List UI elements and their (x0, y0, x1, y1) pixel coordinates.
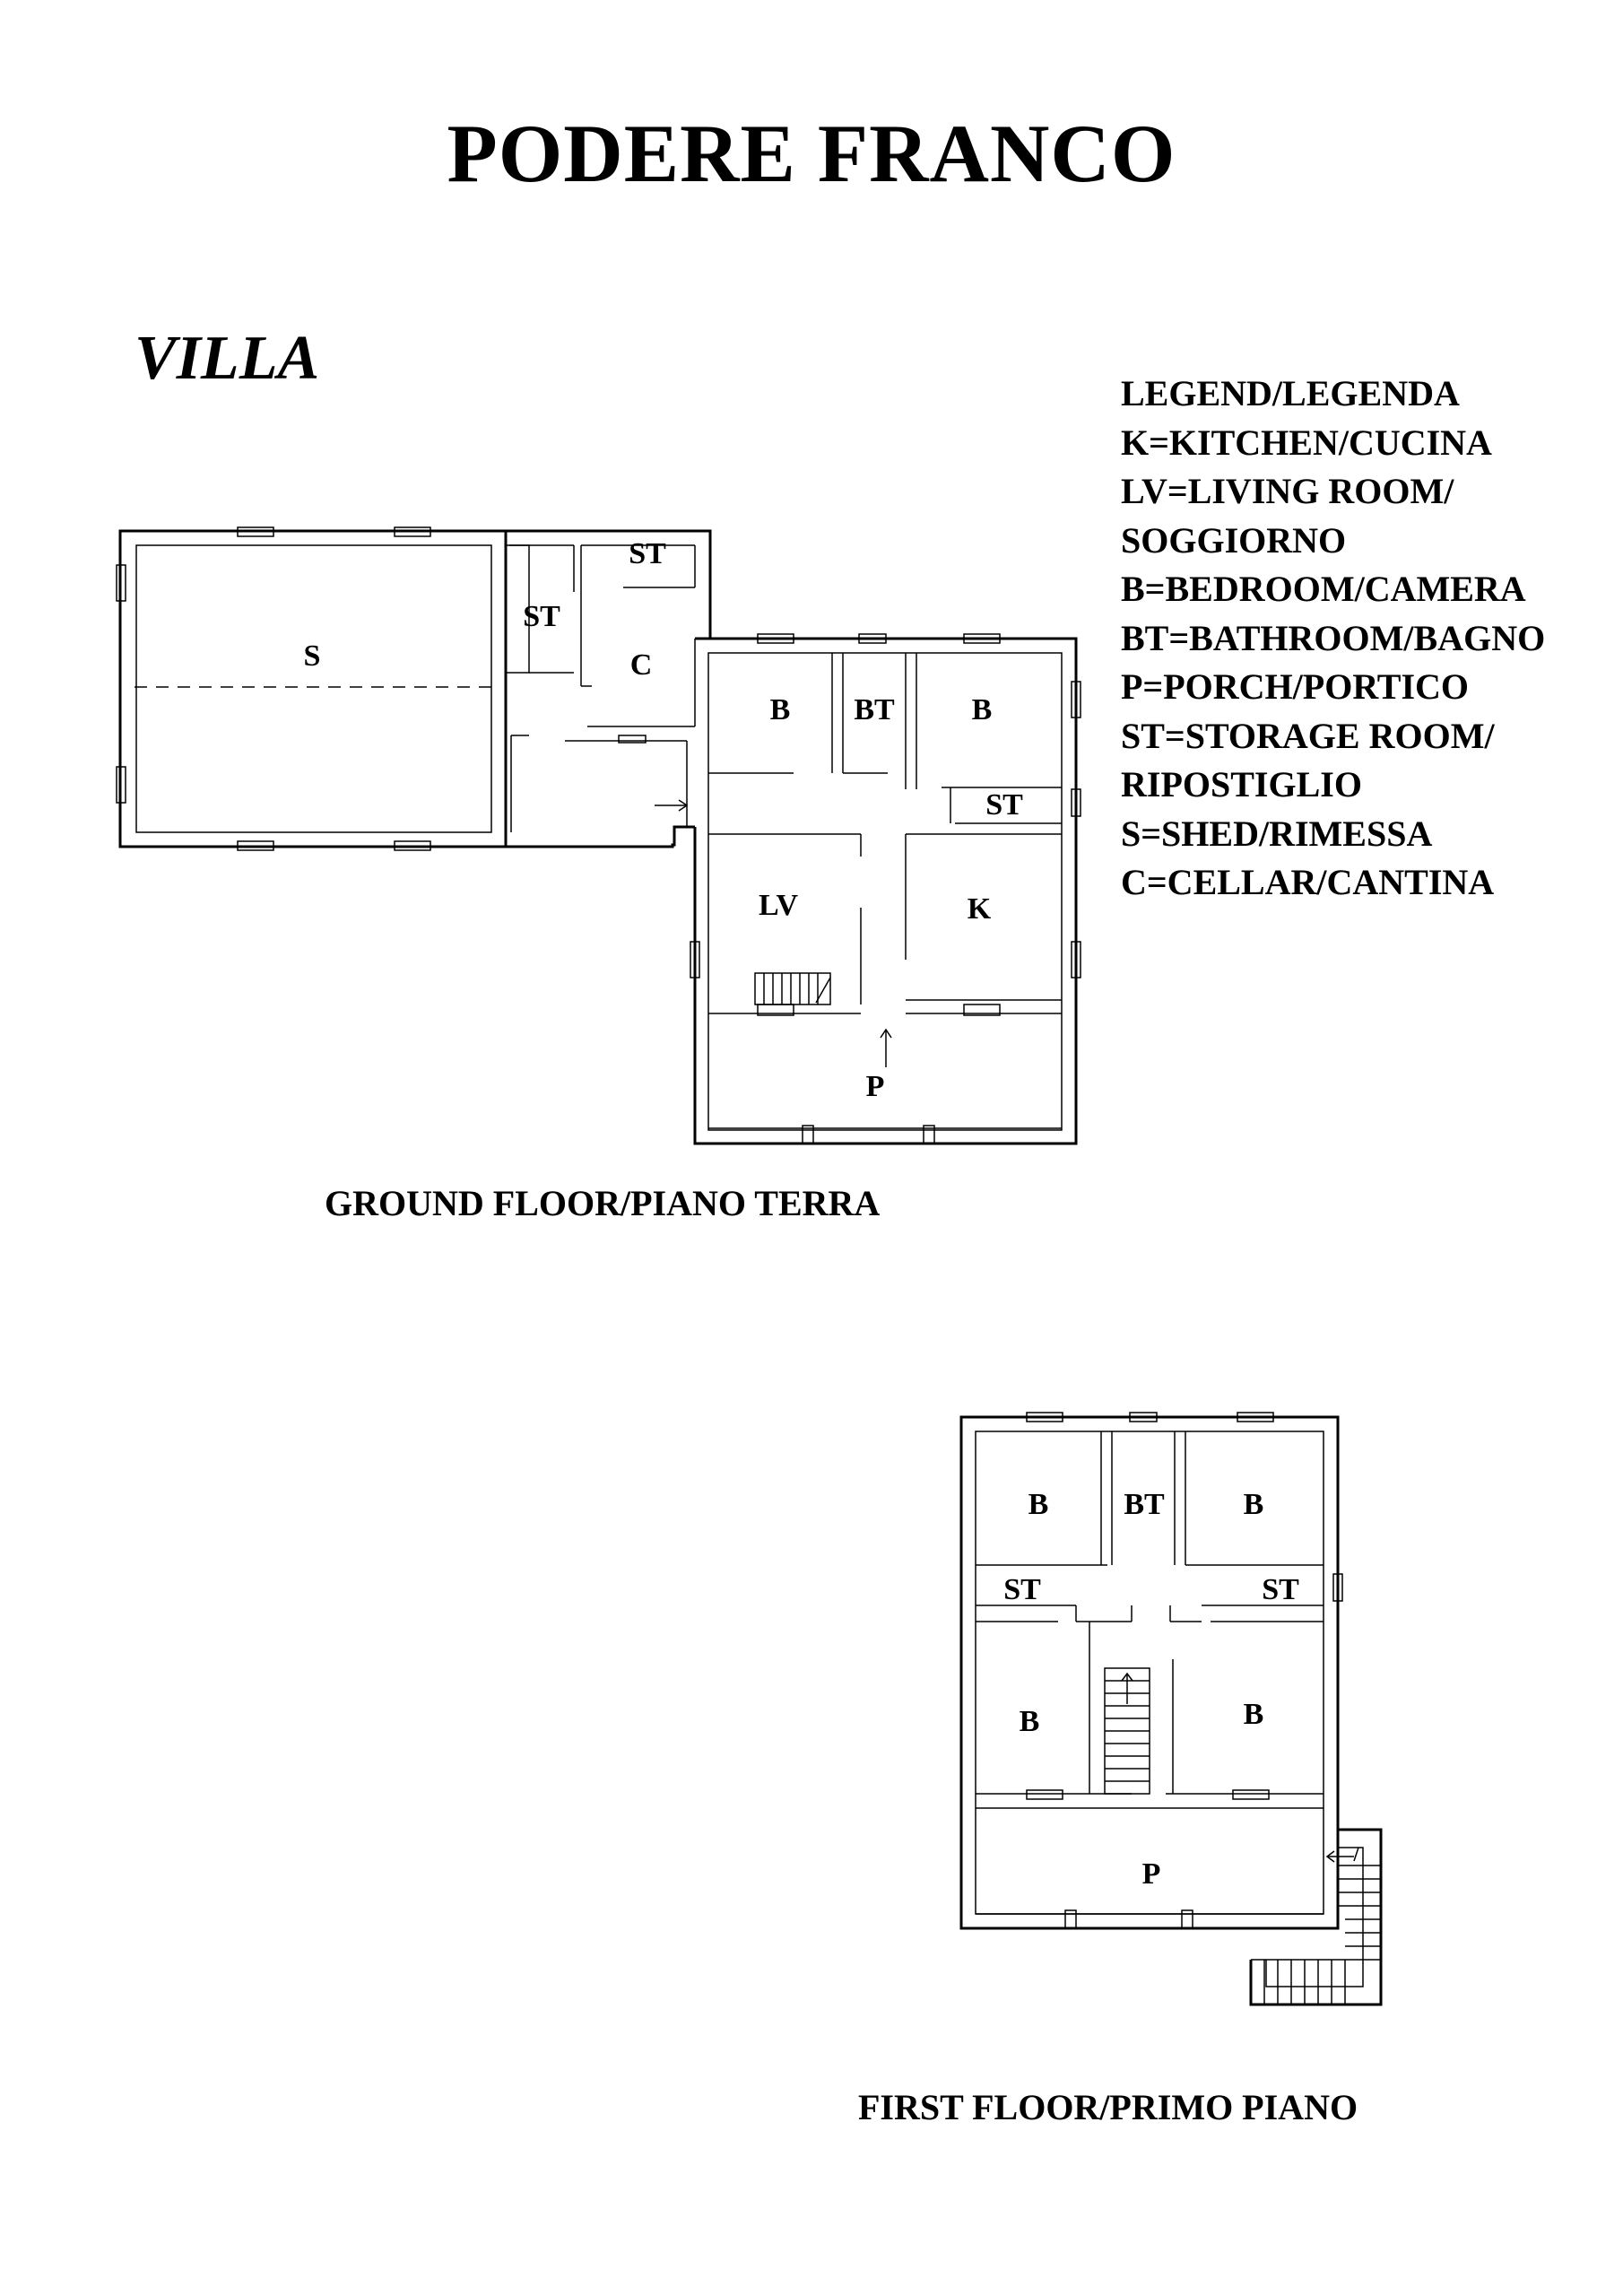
first-floor-caption: FIRST FLOOR/PRIMO PIANO (858, 2087, 1358, 2127)
stairs-icon (754, 972, 831, 1005)
legend-line: SOGGIORNO (1121, 519, 1347, 561)
room-label-living: LV (759, 889, 799, 922)
house-inner (707, 652, 1063, 1131)
legend-line: LEGEND/LEGENDA (1121, 373, 1460, 413)
service-block-bottom-wall (506, 825, 695, 848)
legend-line: S=SHED/RIMESSA (1121, 813, 1433, 854)
window-icon (1332, 1573, 1343, 1602)
legend: LEGEND/LEGENDA K=KITCHEN/CUCINA LV=LIVIN… (1121, 370, 1545, 908)
building-subtitle: VILLA (135, 324, 320, 393)
entrance-arrow-icon (655, 799, 689, 812)
room-label-cellar: C (630, 648, 653, 682)
legend-line: B=BEDROOM/CAMERA (1121, 569, 1526, 609)
shed-outline (118, 529, 508, 848)
room-label-kitchen: K (968, 892, 992, 926)
window-icon (1026, 1789, 1063, 1800)
window-icon (1237, 1412, 1274, 1422)
room-label-shed: S (304, 639, 321, 673)
room-label-storage: ST (1262, 1573, 1299, 1606)
window-icon (858, 633, 887, 644)
window-icon (237, 526, 274, 537)
room-label-bedroom: B (972, 693, 993, 726)
room-label-bedroom: B (1028, 1488, 1049, 1521)
window-icon (757, 633, 794, 644)
window-icon (394, 840, 431, 851)
shed-inner (135, 544, 492, 833)
window-icon (1232, 1789, 1270, 1800)
window-icon (1026, 1412, 1063, 1422)
first-floor-plan: B BT B ST ST B B P (959, 1412, 1383, 2006)
room-label-storage: ST (523, 600, 560, 633)
legend-line: K=KITCHEN/CUCINA (1121, 422, 1492, 463)
window-icon (1071, 788, 1081, 817)
column-icon (923, 1125, 935, 1144)
legend-line: RIPOSTIGLIO (1121, 764, 1362, 804)
column-icon (1181, 1909, 1193, 1929)
room-label-storage: ST (985, 788, 1023, 822)
window-icon (116, 766, 126, 804)
legend-line: LV=LIVING ROOM/ (1121, 471, 1454, 511)
window-icon (116, 564, 126, 602)
room-label-storage: ST (1003, 1573, 1041, 1606)
window-icon (1071, 681, 1081, 718)
window-icon (963, 1004, 1001, 1016)
window-icon (963, 633, 1001, 644)
legend-line: BT=BATHROOM/BAGNO (1121, 617, 1546, 658)
room-label-bedroom: B (1244, 1488, 1264, 1521)
window-icon (1071, 941, 1081, 978)
ground-floor-caption: GROUND FLOOR/PIANO TERRA (325, 1183, 881, 1223)
stairs-icon (1104, 1667, 1150, 1795)
window-icon (237, 840, 274, 851)
window-icon (1129, 1412, 1158, 1422)
room-label-bathroom: BT (854, 693, 895, 726)
legend-line: ST=STORAGE ROOM/ (1121, 715, 1495, 756)
ground-floor-plan: S ST ST C B BT B ST LV K P (116, 526, 1081, 1145)
room-label-porch: P (866, 1070, 885, 1103)
service-block-top-wall (506, 529, 895, 640)
room-label-bedroom: B (1244, 1698, 1264, 1731)
entrance-arrow-icon (880, 1028, 892, 1067)
room-label-bedroom: B (770, 693, 791, 726)
room-label-bedroom: B (1020, 1705, 1040, 1738)
legend-line: C=CELLAR/CANTINA (1121, 862, 1495, 902)
room-label-bathroom: BT (1124, 1488, 1165, 1521)
room-label-porch: P (1142, 1857, 1161, 1891)
external-stairs-icon (1249, 1828, 1383, 2006)
column-icon (1064, 1909, 1077, 1929)
room-label-storage: ST (629, 537, 666, 570)
window-icon (394, 526, 431, 537)
column-icon (802, 1125, 814, 1144)
legend-line: P=PORCH/PORTICO (1121, 666, 1470, 707)
house-outline (959, 1415, 1340, 1930)
page-title: PODERE FRANCO (447, 108, 1176, 199)
window-icon (690, 941, 700, 978)
window-icon (618, 735, 647, 744)
house-outline (693, 637, 1078, 1145)
